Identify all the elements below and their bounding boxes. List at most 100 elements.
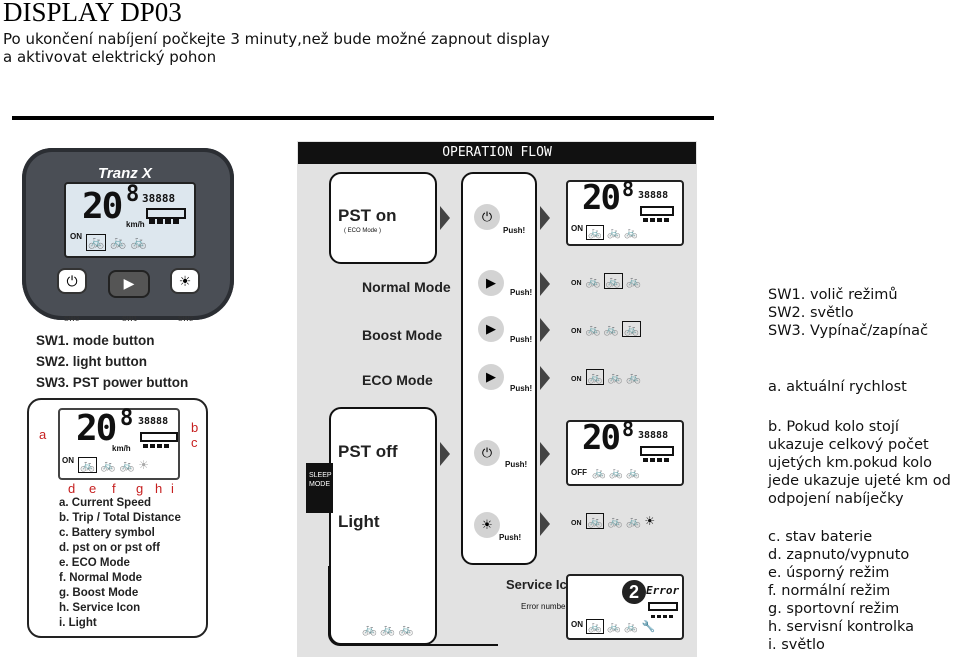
sw2-label: SW2 [178,316,194,323]
desc-g: g. sportovní režim [768,601,900,617]
callout-c: c [191,435,198,450]
error-bike-icons: 🚲 🚲 🚲 🔧 [586,619,656,634]
callout-d: d [68,481,76,496]
flow-arrow [540,206,550,230]
label-normal-mode: Normal Mode [362,279,451,295]
label-service-icon: Service Icon [506,577,583,592]
push-light[interactable]: ☀ [474,512,500,538]
lcd-odometer: 38888 [142,192,176,205]
diagram-item-f: f. Normal Mode [59,572,143,584]
push-power-1[interactable]: ⏻ [474,204,500,230]
power-button[interactable]: ⏻ [57,268,87,294]
label-pst-off: PST off [338,442,398,461]
desc-b3: ujetých km.pokud kolo [768,455,932,471]
flow-off-speed-decimal: 8 [622,417,634,441]
flow-off-battery-icon [640,446,674,462]
light-button[interactable]: ☀ [170,268,200,294]
state-pst-on [329,172,437,264]
desc-b4: jede ukazuje ujeté km od [768,473,951,489]
play-icon: ▶ [486,321,496,336]
error-digit: 2 [622,580,646,604]
legend-sw2: SW2. light button [36,354,147,369]
divider [12,116,714,120]
mode-button[interactable]: ▶ [108,270,150,298]
diagram-bike-icons: 🚲 🚲 🚲 ☀ [78,457,150,473]
push-label-6: Push! [499,533,522,542]
wrench-icon: 🔧 [641,620,656,633]
desc-c: c. stav baterie [768,529,873,545]
page-title: DISPLAY DP03 [3,0,182,27]
diagram-speed: 20 [76,408,117,449]
diagram-item-g: g. Boost Mode [59,587,139,599]
sleep-mode-tag: SLEEP MODE [306,463,333,513]
flow-off-speed: 20 [582,418,621,458]
bike-icons: 🚲 🚲 🚲 [86,234,147,251]
legend-sw3: SW3. PST power button [36,375,189,390]
desc-sw1: SW1. volič režimů [768,287,898,303]
diagram-unit: km/h [112,444,131,453]
mode-row-eco: ON🚲 🚲 🚲 [571,369,642,385]
play-icon: ▶ [486,275,496,290]
flow-lcd-off: 20 8 38888 OFF 🚲 🚲 🚲 [566,417,684,486]
service-bike-icons: 🚲 🚲 🚲 [362,622,414,636]
desc-h: h. servisní kontrolka [768,619,915,635]
flow-off-label: OFF [571,468,587,477]
desc-e: e. úsporný režim [768,565,890,581]
battery-icon [146,208,186,224]
diagram-odometer: 38888 [138,416,169,427]
label-error-number: Error number [521,602,569,611]
desc-i: i. světlo [768,637,825,653]
error-on-label: ON [571,620,583,629]
callout-g: g [136,481,144,496]
push-label-4: Push! [510,384,533,393]
light-icon: ☀ [178,273,192,289]
push-label-3: Push! [510,335,533,344]
label-boost-mode: Boost Mode [362,327,443,343]
flow-lcd-error: 2 Error ON 🚲 🚲 🚲 🔧 [566,574,684,640]
flow-off-bike-icons: 🚲 🚲 🚲 [592,466,641,479]
label-eco-note: ( ECO Mode ) [344,228,382,234]
lcd-speed-decimal: 8 [126,182,139,207]
error-battery-icon [648,602,678,618]
desc-f: f. normální režim [768,583,891,599]
diagram-item-h: h. Service Icon [59,602,141,614]
flow-arrow [440,442,450,466]
flow-arrow [540,512,550,536]
state-pst-off [329,407,437,645]
power-icon: ⏻ [481,445,493,460]
mode-row-boost: ON🚲 🚲 🚲 [571,321,642,337]
lcd-unit: km/h [126,220,145,229]
flow-on-label: ON [571,224,583,233]
desc-a: a. aktuální rychlost [768,379,907,395]
legend-sw1: SW1. mode button [36,333,155,348]
flow-arrow [540,442,550,466]
push-label-2: Push! [510,288,533,297]
power-icon: ⏻ [481,209,493,224]
service-frame [328,566,498,646]
push-mode-3[interactable]: ▶ [478,364,504,390]
flow-arrow [540,366,550,390]
flow-bike-icons: 🚲 🚲 🚲 [586,225,639,240]
diagram-item-b: b. Trip / Total Distance [59,512,181,524]
diagram-item-i: i. Light [59,617,97,629]
push-power-2[interactable]: ⏻ [474,440,500,466]
label-eco-mode: ECO Mode [362,372,433,388]
callout-e: e [89,481,97,496]
diagram-on-label: ON [62,456,74,465]
error-text: Error [646,584,680,597]
flow-off-odo: 38888 [638,430,669,441]
push-mode-2[interactable]: ▶ [478,316,504,342]
desc-b2: ukazuje celkový počet [768,437,929,453]
play-icon: ▶ [123,275,135,291]
diagram-item-e: e. ECO Mode [59,557,130,569]
flow-speed: 20 [582,178,621,218]
sw1-label: SW1 [122,316,138,323]
diagram-speed-decimal: 8 [120,406,133,431]
diagram-lcd: 20 8 km/h 38888 ON 🚲 🚲 🚲 ☀ [58,406,180,480]
flow-arrow [540,272,550,296]
diagram-item-a: a. Current Speed [59,497,152,509]
mode-row-light: ON🚲 🚲 🚲 ☀ [571,513,656,529]
diagram-item-d: d. pst on or pst off [59,542,160,554]
push-mode-1[interactable]: ▶ [478,270,504,296]
device-brand: Tranz X [98,165,152,182]
